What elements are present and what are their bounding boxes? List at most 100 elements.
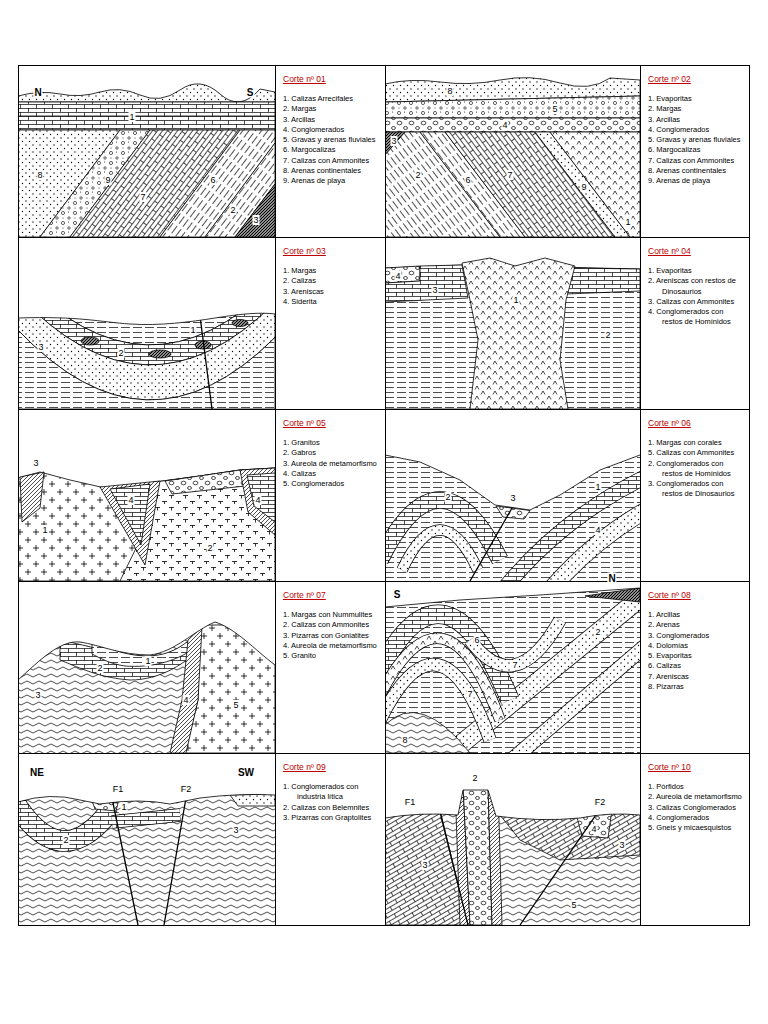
callout-number: 3: [618, 840, 625, 850]
callout-number: 2: [444, 492, 451, 502]
cross-section: [18, 600, 275, 753]
callout-number: 9: [104, 175, 111, 185]
legend-item: 4. Conglomerados con restos de Homínidos: [648, 307, 745, 328]
callout-number: 8: [446, 86, 453, 96]
section-heading: Corte nº 04: [648, 246, 745, 257]
cross-section: [149, 350, 171, 358]
legend-item: 1. Margas con corales: [648, 438, 745, 448]
callout-number: 8: [401, 735, 408, 745]
legend-cell: Corte nº 011. Calizas Arrecifales2. Marg…: [276, 66, 384, 237]
callout-number: 2: [206, 543, 213, 553]
legend-item: 8. Arenas continentales: [648, 166, 745, 176]
cross-section: [235, 184, 275, 237]
cross-section: [165, 470, 245, 494]
cross-section: [18, 794, 275, 804]
legend-cell: Corte nº 101. Pórfidos2. Aureola de meta…: [641, 754, 749, 925]
callout-number: 3: [509, 493, 516, 503]
cross-section: [18, 780, 275, 925]
legend-item: 3. Pizarras con Graptolites: [283, 813, 380, 823]
fault-label: F1: [404, 797, 417, 807]
cross-section: [18, 84, 275, 102]
callout-number: 6: [473, 635, 480, 645]
cross-section: [240, 468, 275, 535]
callout-number: 6: [209, 175, 216, 185]
section-heading: Corte nº 08: [648, 590, 745, 601]
callout-number: 2: [229, 205, 236, 215]
callout-number: 4: [594, 525, 601, 535]
legend-cell: Corte nº 081. Arcillas2. Arenas3. Conglo…: [641, 582, 749, 753]
callout-number: 9: [580, 182, 587, 192]
legend-item: 1. Evaporitas: [648, 266, 745, 276]
cross-section: [18, 84, 275, 237]
legend-item: 1. Evaporitas: [648, 94, 745, 104]
cross-section: [92, 638, 195, 666]
cross-section: [402, 530, 478, 570]
legend-item: 2. Conglomerados con restos de Homínidos: [648, 459, 745, 480]
section-heading: Corte nº 01: [283, 74, 380, 85]
legend-item: 4. Conglomerados: [648, 813, 745, 823]
legend-item: 5. Calizas con Ammonites: [648, 448, 745, 458]
cross-section: [385, 409, 640, 581]
cross-section: [385, 713, 470, 754]
legend-item: 4. Siderita: [283, 297, 380, 307]
callout-number: 5: [232, 700, 239, 710]
cross-section: [385, 785, 640, 925]
callout-number: 3: [232, 825, 239, 835]
cross-section: [463, 785, 492, 925]
legend-item: 3. Conglomerados con restos de Dinosauri…: [648, 479, 745, 500]
callout-number: 2: [471, 773, 478, 783]
cross-section: [110, 484, 150, 545]
callout-number: 2: [62, 835, 69, 845]
cross-section: [18, 622, 275, 680]
legend-item: 3. Conglomerados: [648, 631, 745, 641]
callout-number: 1: [128, 112, 135, 122]
cross-section: [232, 320, 248, 327]
legend-item: 4. Conglomerados: [283, 125, 380, 135]
cross-section: [18, 780, 275, 925]
fault-label: F2: [594, 797, 607, 807]
legend-item: 1. Conglomerados con industria lítica: [283, 782, 380, 803]
cross-section: [488, 785, 502, 925]
section-heading: Corte nº 03: [283, 246, 380, 257]
legend-cell: Corte nº 071. Margas con Nummulites2. Ca…: [276, 582, 384, 753]
legend-item: 5. Granito: [283, 651, 380, 661]
legend-item: 7. Calizas con Ammonites: [648, 156, 745, 166]
cross-section: [385, 96, 640, 118]
callout-number: 3: [34, 690, 41, 700]
callout-number: 1: [189, 325, 196, 335]
cross-section: [385, 588, 640, 607]
callout-number: 4: [501, 120, 508, 130]
cross-section: [470, 508, 512, 581]
cross-section: [112, 815, 180, 822]
cross-section: [385, 790, 640, 820]
cross-section: [18, 468, 275, 581]
callout-number: 1: [594, 482, 601, 492]
legend-item: 2. Margas: [648, 104, 745, 114]
callout-number: 3: [37, 342, 44, 352]
legend-item: 7. Areniscas: [648, 672, 745, 682]
cross-section: [18, 237, 275, 409]
legend-item: 3. Calizas Conglomerados: [648, 803, 745, 813]
legend-cell: Corte nº 031. Margas2. Calizas3. Arenisc…: [276, 238, 384, 409]
legend-item: 3. Arcillas: [648, 115, 745, 125]
callout-number: 1: [624, 217, 631, 227]
cross-section: [530, 498, 640, 581]
callout-number: 7: [139, 192, 146, 202]
legend-item: 5. Gneis y micaesquistos: [648, 823, 745, 833]
section-heading: Corte nº 06: [648, 418, 745, 429]
compass-direction: N: [607, 573, 616, 584]
callout-number: 5: [570, 900, 577, 910]
legend-item: 3. Arcillas: [283, 115, 380, 125]
legend-item: 5. Gravas y arenas fluviales: [648, 135, 745, 145]
cross-section: [385, 258, 640, 409]
section-heading: Corte nº 09: [283, 762, 380, 773]
callout-number: 6: [464, 175, 471, 185]
callout-number: 1: [120, 802, 127, 812]
callout-number: 4: [254, 495, 261, 505]
cross-section: [81, 337, 99, 345]
cross-section: [100, 481, 160, 565]
cross-section: [500, 625, 640, 753]
callout-number: 5: [551, 104, 558, 114]
cross-section: [385, 265, 468, 302]
